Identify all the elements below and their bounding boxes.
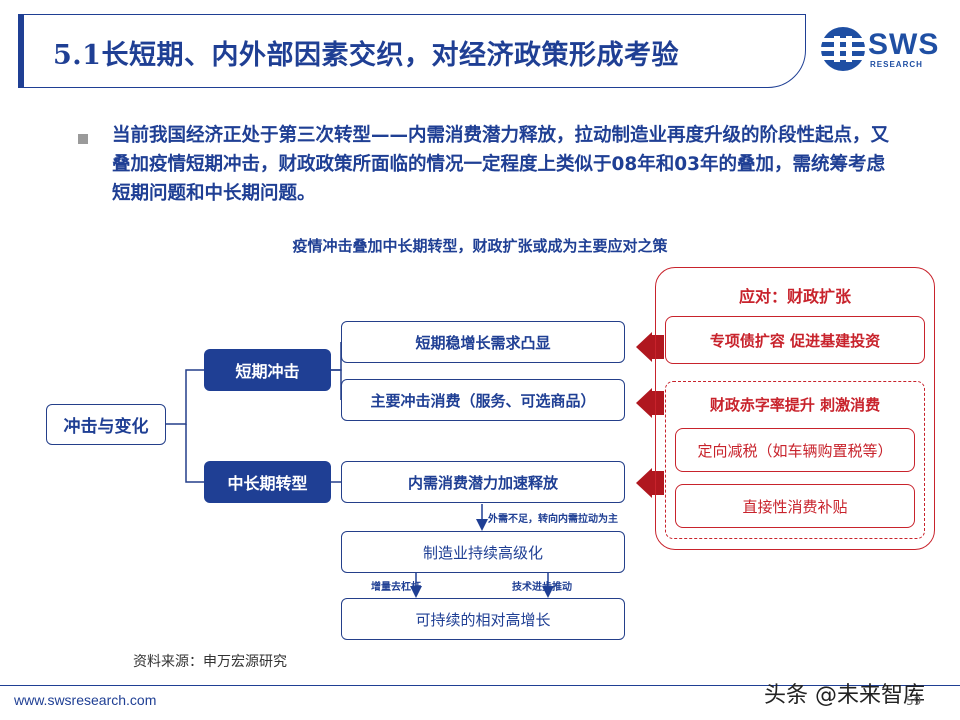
arrow-label-deleverage: 增量去杠杆 bbox=[371, 582, 421, 593]
red-arrow-3 bbox=[636, 468, 652, 498]
connector-root-short bbox=[166, 369, 204, 425]
response-subsidy: 直接性消费补贴 bbox=[675, 484, 915, 528]
response-panel bbox=[655, 267, 935, 550]
arrow-label-tech: 技术进步推动 bbox=[512, 582, 572, 593]
logo-mark-icon bbox=[821, 27, 865, 71]
response-title: 应对：财政扩张 bbox=[738, 287, 851, 306]
response-deficit-group bbox=[665, 381, 925, 539]
footer-url[interactable]: www.swsresearch.com bbox=[14, 692, 157, 708]
diagram-caption: 疫情冲击叠加中长期转型，财政扩张或成为主要应对之策 bbox=[292, 237, 668, 255]
response-tax-cut: 定向减税（如车辆购置税等） bbox=[675, 428, 915, 472]
logo-subtext: RESEARCH bbox=[870, 60, 923, 69]
page-number: 59 bbox=[906, 694, 922, 708]
sws-logo: SWS RESEARCH bbox=[820, 26, 946, 74]
long-item: 内需消费潜力加速释放 bbox=[341, 461, 625, 503]
red-arrow-2 bbox=[636, 388, 652, 418]
bullet-paragraph: 当前我国经济正处于第三次转型——内需消费潜力释放，拉动制造业再度升级的阶段性起点… bbox=[112, 125, 890, 204]
source-note: 资料来源：申万宏源研究 bbox=[133, 654, 287, 670]
title-accent bbox=[18, 14, 24, 88]
response-deficit-title: 财政赤字率提升 刺激消费 bbox=[709, 396, 881, 414]
page-title: 5.1长短期、内外部因素交织，对经济政策形成考验 bbox=[53, 40, 679, 71]
short-term-node: 短期冲击 bbox=[204, 349, 331, 391]
footer-divider bbox=[0, 685, 960, 686]
logo-text: SWS bbox=[868, 28, 940, 61]
long-term-node: 中长期转型 bbox=[204, 461, 331, 503]
growth-node: 可持续的相对高增长 bbox=[341, 598, 625, 640]
short-item-1: 短期稳增长需求凸显 bbox=[341, 321, 625, 363]
connector-short-item1 bbox=[331, 342, 342, 371]
response-item-special-bonds: 专项债扩容 促进基建投资 bbox=[665, 316, 925, 364]
red-arrow-1 bbox=[636, 332, 652, 362]
manufacturing-node: 制造业持续高级化 bbox=[341, 531, 625, 573]
arrow-label-demand: 外需不足，转向内需拉动为主 bbox=[488, 514, 618, 525]
root-node: 冲击与变化 bbox=[46, 404, 166, 445]
bullet-square-icon bbox=[78, 134, 88, 144]
watermark: 头条 @未来智库 bbox=[764, 683, 925, 708]
short-item-2: 主要冲击消费（服务、可选商品） bbox=[341, 379, 625, 421]
connector-root-long bbox=[185, 424, 204, 483]
connector-short-item2 bbox=[331, 369, 342, 400]
title-bar: 5.1长短期、内外部因素交织，对经济政策形成考验 bbox=[18, 14, 806, 88]
